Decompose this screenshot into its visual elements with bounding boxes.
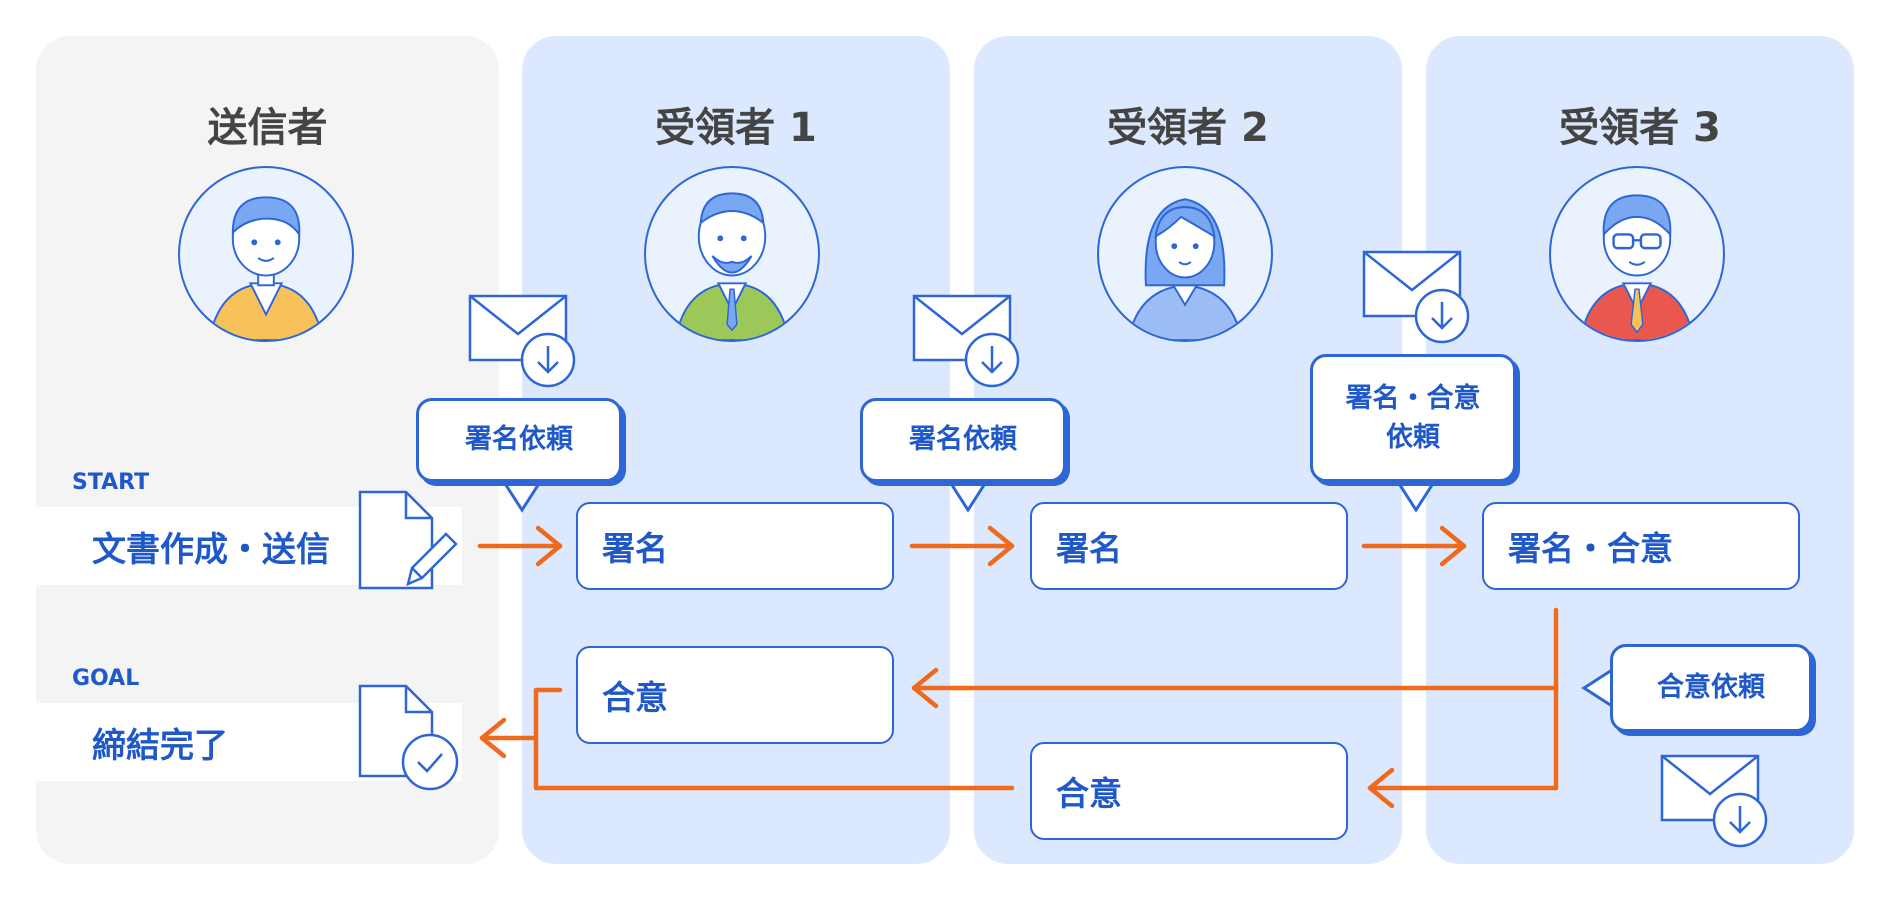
recipient-1-title: 受領者 1 — [655, 105, 817, 151]
mail-download-icon — [468, 294, 576, 388]
bubble-tail — [1581, 668, 1613, 708]
sign-agree-request-bubble-r3: 署名・合意 依頼 — [1310, 354, 1516, 482]
bubble-tail — [502, 481, 542, 513]
r2-agree-step: 合意 — [1030, 742, 1348, 840]
r2-sign-step: 署名 — [1030, 502, 1348, 590]
mail-download-icon — [1660, 754, 1768, 848]
agree-request-bubble: 合意依頼 — [1610, 644, 1812, 732]
r1-sign-step: 署名 — [576, 502, 894, 590]
recipient-3-title: 受領者 3 — [1559, 105, 1721, 151]
bubble-tail — [1396, 481, 1436, 513]
sign-agree-request-text: 署名・合意 依頼 — [1345, 382, 1481, 453]
goal-label: GOAL — [72, 666, 140, 691]
recipient-1-avatar-icon — [644, 166, 820, 342]
sign-request-bubble-r1: 署名依頼 — [416, 398, 622, 482]
recipient-2-title: 受領者 2 — [1107, 105, 1269, 151]
document-check-icon — [358, 684, 459, 791]
sign-request-text: 署名依頼 — [909, 424, 1017, 456]
recipient-2-avatar-icon — [1097, 166, 1273, 342]
sign-request-bubble-r2: 署名依頼 — [860, 398, 1066, 482]
r1-agree-step: 合意 — [576, 646, 894, 744]
mail-download-icon — [1362, 250, 1470, 344]
bubble-tail — [948, 481, 988, 513]
document-edit-icon — [358, 490, 458, 590]
mail-download-icon — [912, 294, 1020, 388]
sender-title: 送信者 — [207, 105, 328, 151]
start-label: START — [72, 470, 150, 495]
recipient-3-avatar-icon — [1549, 166, 1725, 342]
r3-sign-agree-step: 署名・合意 — [1482, 502, 1800, 590]
sign-request-text: 署名依頼 — [465, 424, 573, 456]
agree-request-text: 合意依頼 — [1657, 672, 1765, 704]
sender-avatar-icon — [178, 166, 354, 342]
